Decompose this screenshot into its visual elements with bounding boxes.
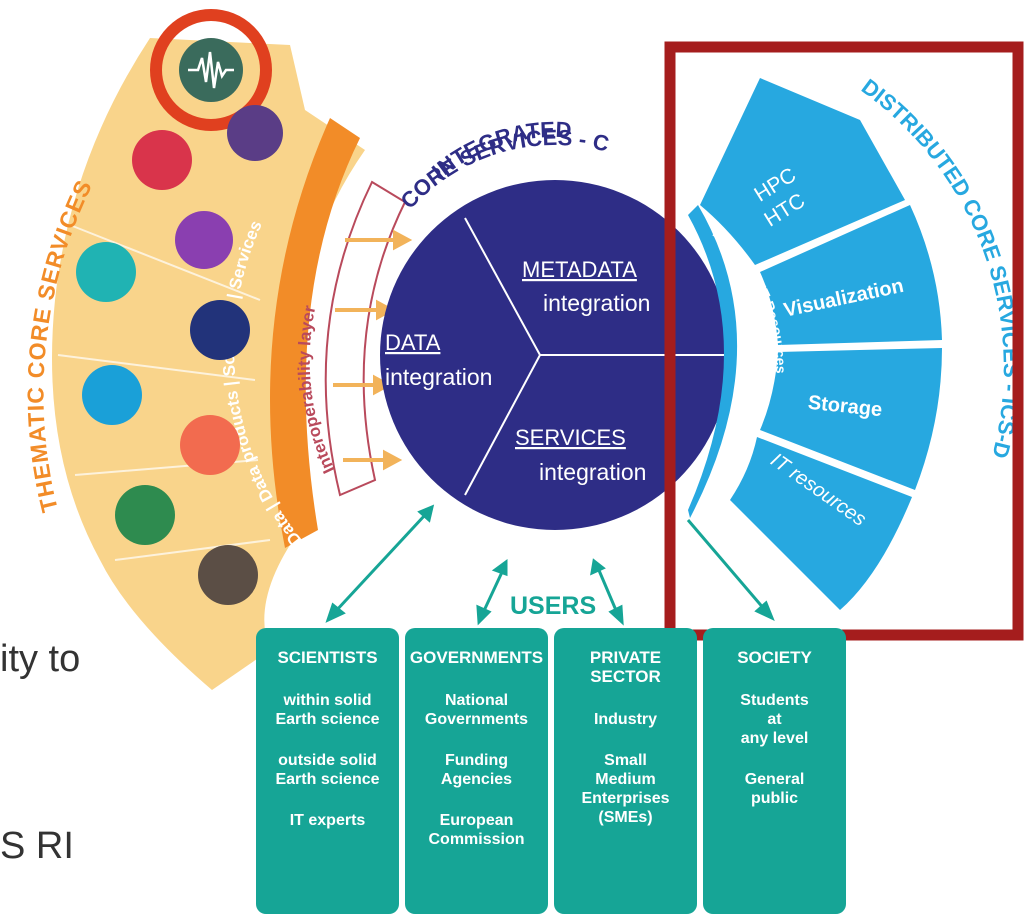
users-label: USERS — [510, 592, 596, 620]
geological-information-icon — [180, 415, 240, 475]
data-integration-title: DATA — [385, 330, 441, 355]
gnss-data-products-icon — [175, 211, 233, 269]
core-services: INTEGRATED CORE SERVICES - C DATA integr… — [380, 117, 730, 530]
scientists-header: SCIENTISTS — [277, 648, 378, 667]
private-sector-item-1: Industry — [593, 711, 658, 728]
services-integration-title: SERVICES — [515, 425, 626, 450]
interop-arrows — [333, 229, 413, 471]
anthropogenic-hazards-icon — [82, 365, 142, 425]
seismology-waveform — [188, 51, 234, 89]
governments-header: GOVERNMENTS — [409, 648, 544, 667]
segment-it-resources — [730, 437, 912, 610]
geomagnetic-observations-icon — [190, 300, 250, 360]
interoperability-band — [324, 180, 407, 497]
segment-hpc-htc — [700, 78, 905, 265]
services-integration-sub: integration — [539, 459, 646, 485]
seismology-highlight-circle — [150, 9, 272, 131]
distributed-services: DISTRIBUTED CORE SERVICES - ICS-D Access… — [688, 74, 1024, 610]
near-fault-observatories-icon — [227, 105, 283, 161]
scientists-item-3: IT experts — [289, 812, 366, 829]
core-divider-lines — [464, 217, 730, 496]
multi-scale-laboratories-icon — [115, 485, 175, 545]
users-arrows — [325, 504, 775, 626]
society-header: SOCIETY — [737, 648, 812, 667]
background-text-line2: S RI — [0, 825, 74, 867]
data-products-band — [270, 118, 360, 548]
access-band — [688, 205, 738, 518]
volcano-observations-icon — [132, 130, 192, 190]
satellite-data-icon — [76, 242, 136, 302]
metadata-integration-sub: integration — [543, 290, 650, 316]
metadata-integration-title: METADATA — [522, 257, 637, 282]
geoenergy-test-beds-icon — [198, 545, 258, 605]
segment-visualization — [760, 205, 942, 345]
data-integration-sub: integration — [385, 364, 492, 390]
segment-storage — [760, 348, 942, 490]
thematic-icons — [76, 9, 283, 605]
background-text-line1: ity to — [0, 638, 81, 680]
fan-segment-lines — [57, 224, 271, 561]
